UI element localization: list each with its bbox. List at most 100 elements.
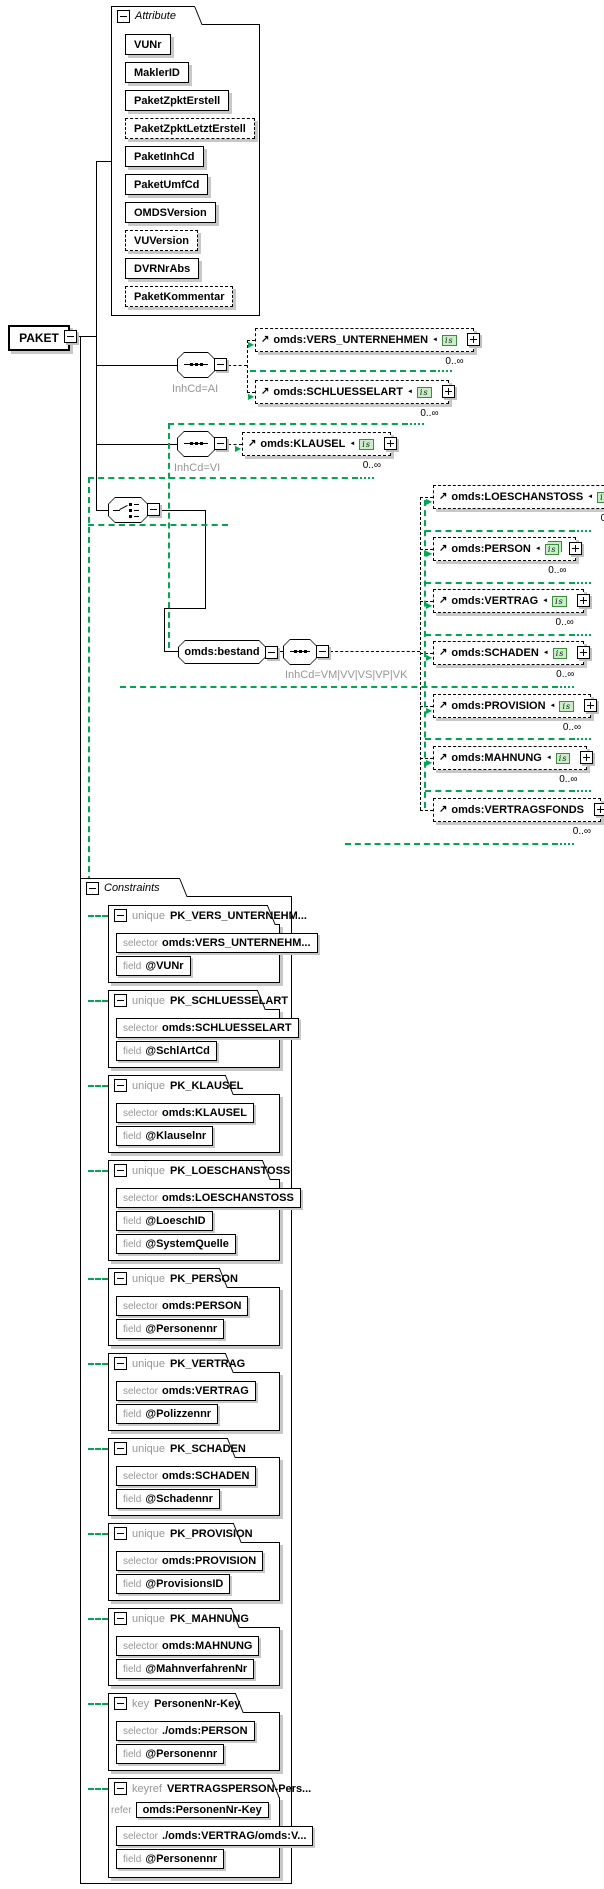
attribute-paketkommentar[interactable]: PaketKommentar (125, 286, 234, 307)
sequence-compositor-bestand[interactable] (283, 639, 329, 665)
attribute-vunr[interactable]: VUNr (125, 34, 171, 55)
collapse-icon[interactable] (114, 1079, 127, 1092)
constraint-scope-line (424, 500, 426, 808)
attribute-paketzpktletzterstell[interactable]: PaketZpktLetztErstell (125, 118, 255, 139)
constraint-field-row[interactable]: field @LoeschID (116, 1211, 213, 1231)
attribute-vuversion[interactable]: VUVersion (125, 230, 199, 251)
collapse-icon[interactable] (114, 1442, 127, 1455)
attribute-dvrnrabs[interactable]: DVRNrAbs (125, 258, 200, 279)
collapse-icon[interactable] (117, 9, 130, 23)
constraint-scope-line (577, 582, 591, 584)
collapse-icon[interactable] (265, 646, 278, 659)
attribute-maklerid[interactable]: MaklerID (125, 62, 189, 83)
constraint-selector-row[interactable]: selector omds:SCHLUESSELART (116, 1018, 299, 1038)
attribute-omdsversion[interactable]: OMDSVersion (125, 202, 216, 223)
collapse-icon[interactable] (114, 1272, 127, 1285)
attribute-paketinhcd[interactable]: PaketInhCd (125, 146, 204, 167)
sequence-compositor-ai[interactable] (177, 352, 227, 378)
collapse-icon[interactable] (114, 1357, 127, 1370)
constraint-selector-row[interactable]: selector omds:KLAUSEL (116, 1103, 254, 1123)
root-element-label: PAKET (19, 331, 59, 345)
collapse-icon[interactable] (86, 881, 99, 895)
constraint-field-row[interactable]: field @Polizzennr (116, 1404, 219, 1424)
element-provision[interactable]: omds:PROVISION is 0..∞ (433, 694, 598, 733)
element-ref-arrow-icon (261, 387, 269, 397)
row-value: @Personennr (145, 1323, 218, 1335)
constraint-pk-mahnung[interactable]: unique PK_MAHNUNG selector omds:MAHNUNG … (108, 1608, 280, 1686)
constraint-selector-row[interactable]: selector omds:VERS_UNTERNEHM... (116, 933, 318, 953)
expand-icon[interactable] (594, 803, 604, 816)
collapse-icon[interactable] (214, 358, 227, 371)
root-element-paket[interactable]: PAKET (8, 325, 70, 351)
collapse-icon[interactable] (114, 1697, 127, 1710)
expand-icon[interactable] (569, 542, 583, 555)
constraint-kind: unique (132, 1164, 166, 1177)
constraint-scope-line (250, 370, 436, 372)
constraint-field-row[interactable]: field @Schadennr (116, 1489, 220, 1509)
expand-icon[interactable] (576, 594, 590, 607)
element-vertragsfonds[interactable]: omds:VERTRAGSFONDS 0..∞ (433, 798, 604, 837)
expand-icon[interactable] (584, 699, 598, 712)
collapse-icon[interactable] (114, 994, 127, 1007)
constraint-link-line (88, 1448, 108, 1450)
expand-icon[interactable] (580, 751, 594, 764)
collapse-icon[interactable] (114, 1612, 127, 1625)
element-name: omds:KLAUSEL (260, 438, 346, 450)
choice-compositor[interactable] (108, 497, 160, 523)
row-value: omds:SCHADEN (162, 1470, 250, 1482)
element-vers-unternehmen[interactable]: omds:VERS_UNTERNEHMEN is 0..∞ (255, 328, 480, 367)
constraint-field-row[interactable]: field @Personennr (116, 1319, 225, 1339)
element-bestand[interactable]: omds:bestand (178, 640, 278, 664)
constraint-selector-row[interactable]: selector omds:PERSON (116, 1296, 249, 1316)
element-schluesselart[interactable]: omds:SCHLUESSELART is 0..∞ (255, 380, 455, 419)
constraint-selector-row[interactable]: selector ./omds:VERTRAG/omds:V... (116, 1826, 314, 1846)
constraint-field-row[interactable]: field @VUNr (116, 956, 191, 976)
attribute-name: MaklerID (134, 66, 180, 79)
constraint-field-row[interactable]: field @Personennr (116, 1744, 225, 1764)
constraint-pk-vers-unternehmen[interactable]: unique PK_VERS_UNTERNEHM... selector omd… (108, 905, 318, 983)
constraint-pk-loeschanstoss[interactable]: unique PK_LOESCHANSTOSS selector omds:LO… (108, 1160, 301, 1261)
connector-line (164, 651, 178, 652)
expand-icon[interactable] (441, 385, 455, 398)
constraint-field-row[interactable]: field @SystemQuelle (116, 1234, 236, 1254)
expand-icon[interactable] (577, 646, 591, 659)
constraint-field-row[interactable]: field @Personennr (116, 1849, 225, 1869)
element-vertrag[interactable]: omds:VERTRAG is 0..∞ (433, 589, 590, 628)
sequence-compositor-vi[interactable] (177, 431, 227, 457)
constraint-vertragsperson-keyref[interactable]: keyref VERTRAGSPERSON-Pers... refer omds… (108, 1778, 314, 1878)
constraint-pk-person[interactable]: unique PK_PERSON selector omds:PERSON fi… (108, 1268, 280, 1346)
constraint-field-row[interactable]: field @MahnverfahrenNr (116, 1659, 255, 1679)
constraint-field-row[interactable]: field @ProvisionsID (116, 1574, 231, 1594)
collapse-icon[interactable] (316, 645, 329, 658)
constraint-pk-schaden[interactable]: unique PK_SCHADEN selector omds:SCHADEN … (108, 1438, 280, 1516)
constraint-personennr-key[interactable]: key PersonenNr-Key selector ./omds:PERSO… (108, 1693, 280, 1771)
attribute-paketzpkterstell[interactable]: PaketZpktErstell (125, 90, 230, 111)
constraint-field-row[interactable]: field @Klauselnr (116, 1126, 214, 1146)
constraint-pk-provision[interactable]: unique PK_PROVISION selector omds:PROVIS… (108, 1523, 280, 1601)
expand-icon[interactable] (383, 437, 397, 450)
collapse-icon[interactable] (64, 330, 77, 343)
collapse-icon[interactable] (214, 437, 227, 450)
attribute-paketumfcd[interactable]: PaketUmfCd (125, 174, 209, 195)
collapse-icon[interactable] (114, 1782, 127, 1795)
element-loeschanstoss[interactable]: omds:LOESCHANSTOSS is 0..∞ (433, 485, 604, 524)
constraint-selector-row[interactable]: selector omds:SCHADEN (116, 1466, 257, 1486)
constraint-field-row[interactable]: field @SchlArtCd (116, 1041, 217, 1061)
element-mahnung[interactable]: omds:MAHNUNG is 0..∞ (433, 746, 594, 785)
element-person[interactable]: omds:PERSON is 0..∞ (433, 537, 583, 576)
constraint-selector-row[interactable]: selector omds:VERTRAG (116, 1381, 256, 1401)
collapse-icon[interactable] (114, 1527, 127, 1540)
constraint-selector-row[interactable]: selector omds:PROVISION (116, 1551, 264, 1571)
constraint-pk-vertrag[interactable]: unique PK_VERTRAG selector omds:VERTRAG … (108, 1353, 280, 1431)
constraint-pk-schluesselart[interactable]: unique PK_SCHLUESSELART selector omds:SC… (108, 990, 299, 1068)
constraint-selector-row[interactable]: selector omds:LOESCHANSTOSS (116, 1188, 301, 1208)
constraint-selector-row[interactable]: selector omds:MAHNUNG (116, 1636, 260, 1656)
expand-icon[interactable] (466, 333, 480, 346)
element-klausel[interactable]: omds:KLAUSEL is 0..∞ (242, 432, 397, 471)
collapse-icon[interactable] (114, 1164, 127, 1177)
constraint-selector-row[interactable]: selector ./omds:PERSON (116, 1721, 255, 1741)
collapse-icon[interactable] (114, 909, 127, 922)
constraint-pk-klausel[interactable]: unique PK_KLAUSEL selector omds:KLAUSEL … (108, 1075, 280, 1153)
collapse-icon[interactable] (147, 503, 160, 516)
element-schaden[interactable]: omds:SCHADEN is 0..∞ (433, 641, 591, 680)
